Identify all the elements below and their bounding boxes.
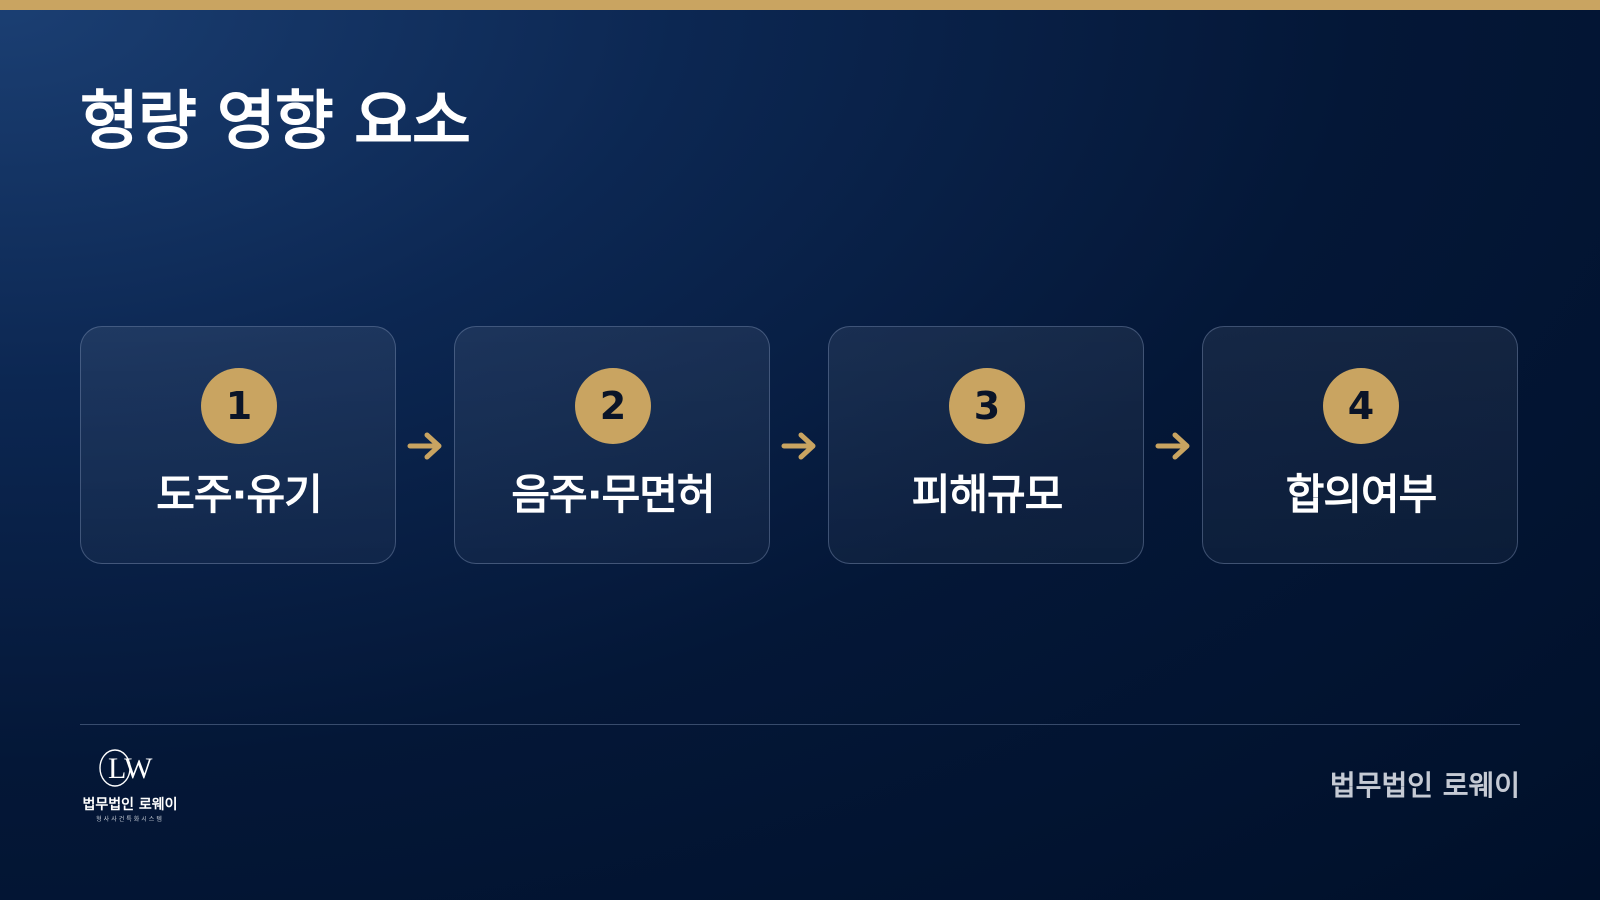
logo-mark-icon: LW (99, 749, 153, 787)
step-card-3: 3 피해규모 (828, 326, 1144, 564)
arrow-right-icon (407, 432, 442, 460)
firm-logo: LW 법무법인 로웨이 형사사건특화시스템 (78, 744, 186, 824)
step-flow: 1 도주·유기 2 음주·무면허 3 피해규모 4 합의여부 (80, 326, 1520, 566)
step-number-badge: 1 (201, 368, 277, 444)
footer-firm-name: 법무법인 로웨이 (1329, 769, 1520, 802)
slide-title: 형량 영향 요소 (80, 85, 471, 159)
step-number-badge: 3 (949, 368, 1025, 444)
step-card-4: 4 합의여부 (1202, 326, 1518, 564)
logo-subtitle: 형사사건특화시스템 (96, 816, 164, 823)
arrow-right-icon (1155, 432, 1190, 460)
top-accent-bar (0, 0, 1600, 10)
step-card-2: 2 음주·무면허 (454, 326, 770, 564)
step-label: 음주·무면허 (511, 470, 715, 519)
footer-divider (80, 724, 1520, 725)
step-label: 도주·유기 (156, 470, 323, 519)
step-label: 피해규모 (911, 470, 1064, 519)
logo-letter-l: LW (108, 752, 153, 785)
step-number-badge: 2 (575, 368, 651, 444)
step-number-badge: 4 (1323, 368, 1399, 444)
step-card-1: 1 도주·유기 (80, 326, 396, 564)
logo-firm-name: 법무법인 로웨이 (82, 797, 178, 813)
arrow-right-icon (781, 432, 816, 460)
step-label: 합의여부 (1285, 470, 1438, 519)
